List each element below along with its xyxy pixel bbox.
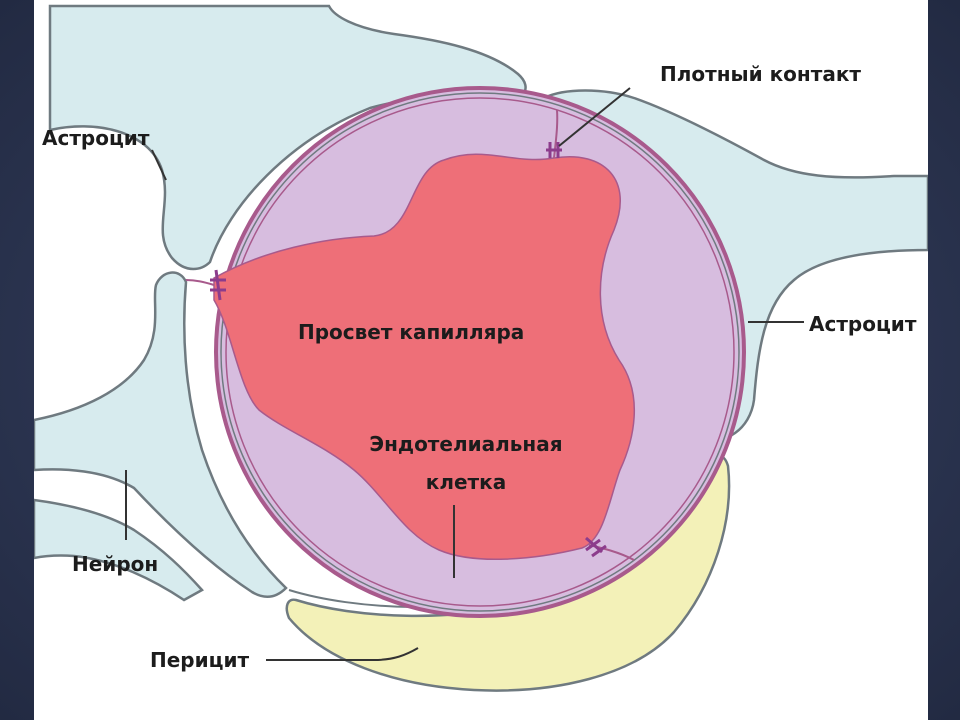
endothelium-inner-line — [225, 97, 735, 607]
label-tight-junction: Плотный контакт — [660, 62, 861, 86]
capillary-outer-edge — [220, 92, 740, 612]
tight-junction-top — [546, 142, 562, 158]
tight-junction-bottom — [585, 536, 607, 558]
label-astrocyte-left: Астроцит — [42, 126, 150, 150]
astrocyte-endfoot-top-left — [48, 4, 527, 271]
leader-line-tight-junction — [558, 87, 631, 147]
slide-canvas: Плотный контакт Астроцит Астроцит Просве… — [34, 0, 928, 720]
capillary-lumen — [213, 153, 636, 561]
label-astrocyte-right: Астроцит — [809, 312, 917, 336]
capillary-cross-section-diagram — [34, 4, 928, 692]
label-neuron: Нейрон — [72, 552, 159, 576]
label-endothelial-cell-line1: Эндотелиальная — [369, 432, 563, 456]
leader-line-pericyte — [266, 647, 419, 661]
label-endothelial-cell-line2: клетка — [425, 470, 507, 494]
leader-line-astrocyte-left — [151, 149, 167, 181]
label-pericyte: Перицит — [150, 648, 250, 672]
endothelial-seam-top — [553, 109, 559, 159]
neuron-process-bottom-left — [34, 498, 204, 602]
endothelial-seam-left — [185, 279, 215, 286]
neuron-process-left — [34, 271, 288, 598]
tight-junction-left — [210, 269, 226, 301]
label-capillary-lumen: Просвет капилляра — [298, 320, 525, 344]
